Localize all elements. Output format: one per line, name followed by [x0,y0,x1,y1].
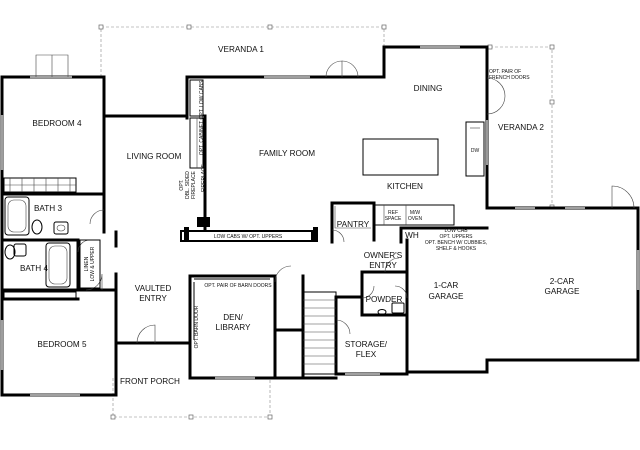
label-bath-4: BATH 4 [20,264,49,273]
note-low-cab-3: OPT. BENCH W/ CUBBIES, [425,240,487,246]
label-dining: DINING [414,84,443,93]
label-1-car-garage-1: 1-CAR [434,281,459,290]
room-labels: VERANDA 1 DINING VERANDA 2 BEDROOM 4 LIV… [20,45,580,386]
note-opt-barn-door: OPT. BARN DOOR [194,305,200,348]
note-opt-french-2: FRENCH DOORS [489,75,530,81]
label-bedroom-5: BEDROOM 5 [37,340,87,349]
note-linen-2: LOW & UPPER [90,246,96,281]
label-storage-2: FLEX [356,350,377,359]
doors [35,54,635,344]
label-kitchen: KITCHEN [387,182,423,191]
windows [0,45,640,397]
note-dw: DW [471,148,480,154]
note-mw-oven-1: M/W [410,210,421,216]
note-ref-space-2: SPACE [385,216,402,222]
label-den-2: LIBRARY [216,323,251,332]
label-front-porch: FRONT PORCH [120,377,180,386]
note-ref-space-1: REF [388,210,398,216]
label-veranda-1: VERANDA 1 [218,45,264,54]
interior-walls [0,75,489,380]
note-fireplace: FIREPLACE [201,163,207,191]
note-low-cab-4: SHELF & HOOKS [436,246,477,252]
note-mw-oven-2: OVEN [408,216,423,222]
label-bath-3: BATH 3 [34,204,63,213]
note-opt-low-cabs: OPT. LOW CABS [199,80,205,120]
note-low-cabs-uppers: LOW CABS W/ OPT. UPPERS [214,234,283,240]
exterior-walls [0,45,640,397]
label-owners-entry-1: OWNER'S [364,251,403,260]
label-family-room: FAMILY ROOM [259,149,315,158]
label-den-1: DEN/ [223,313,243,322]
note-opt-dbl-1: OPT. [179,179,185,190]
note-opt-barn-doors: OPT. PAIR OF BARN DOORS [204,283,272,289]
fixtures [3,79,485,375]
note-opt-cabinet: OPT. CABINET [199,121,205,155]
note-opt-dbl-3: FIREPLACE [191,170,197,198]
notes: OPT. PAIR OF FRENCH DOORS OPT. LOW CABS … [84,69,530,348]
note-low-cab-2: OPT. UPPERS [439,234,473,240]
label-2-car-garage-1: 2-CAR [550,277,575,286]
label-veranda-2: VERANDA 2 [498,123,544,132]
label-powder: POWDER [366,295,403,304]
note-linen-1: LINEN [84,256,90,271]
label-bedroom-4: BEDROOM 4 [32,119,82,128]
label-owners-entry-2: ENTRY [369,261,397,270]
note-opt-dbl-2: DBL. SIDED [185,171,191,199]
label-vaulted-entry-2: ENTRY [139,294,167,303]
label-vaulted-entry-1: VAULTED [135,284,172,293]
label-wh: WH [405,231,419,240]
label-storage-1: STORAGE/ [345,340,388,349]
note-opt-french-1: OPT. PAIR OF [489,69,521,75]
label-living-room: LIVING ROOM [127,152,182,161]
label-1-car-garage-2: GARAGE [428,292,464,301]
label-2-car-garage-2: GARAGE [544,287,580,296]
label-pantry: PANTRY [337,220,370,229]
note-low-cab-1: LOW CAB [444,228,468,234]
